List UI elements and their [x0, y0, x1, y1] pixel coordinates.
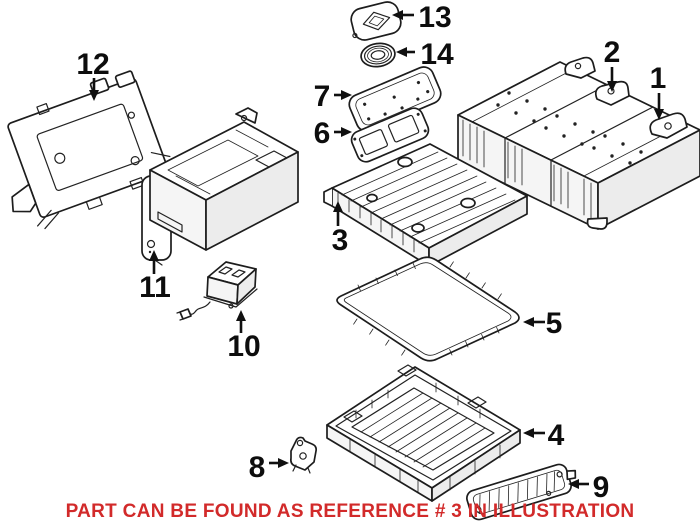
- callout-8: 8: [249, 451, 289, 484]
- part-8-clamp-bracket: [289, 436, 318, 474]
- callout-number: 9: [593, 471, 610, 504]
- part-13-access-cover: [350, 1, 402, 41]
- callout-number: 7: [314, 80, 331, 113]
- callout-7: 7: [314, 80, 352, 113]
- callout-arrowhead: [236, 310, 246, 321]
- callout-arrowhead: [607, 81, 617, 92]
- callout-arrowhead: [523, 428, 534, 438]
- callout-arrowhead: [333, 201, 343, 212]
- reference-notice: PART CAN BE FOUND AS REFERENCE # 3 IN IL…: [66, 501, 635, 522]
- callout-arrowhead: [392, 10, 403, 20]
- lifting-bracket-middle: [594, 80, 630, 106]
- callout-number: 1: [650, 62, 667, 95]
- part-9-skid-plate: [466, 463, 577, 521]
- part-10-sensor-connector: [176, 261, 258, 321]
- callout-4: 4: [523, 419, 565, 452]
- callout-number: 12: [76, 48, 109, 81]
- part-3-battery-cover: [323, 143, 528, 267]
- callout-arrowhead: [341, 90, 352, 100]
- cover-tab: [323, 187, 333, 207]
- callout-number: 11: [139, 271, 171, 304]
- callout-arrowhead: [341, 127, 352, 137]
- part-14-grommet: [360, 42, 396, 68]
- callout-arrowhead: [523, 317, 534, 327]
- callout-number: 13: [418, 1, 451, 34]
- callout-number: 4: [548, 419, 565, 452]
- bracket-wing: [11, 183, 37, 213]
- callout-13: 13: [392, 1, 452, 34]
- callout-9: 9: [568, 471, 609, 504]
- callout-1: 1: [650, 62, 667, 120]
- callout-2: 2: [604, 36, 621, 92]
- callout-arrowhead: [568, 479, 579, 489]
- callout-number: 6: [314, 117, 331, 150]
- callout-number: 5: [546, 307, 563, 340]
- part-11-control-module: [141, 107, 299, 266]
- callout-5: 5: [523, 307, 562, 340]
- callout-number: 14: [420, 38, 454, 71]
- callout-12: 12: [76, 48, 110, 101]
- plate-tab: [566, 469, 577, 481]
- part-12-mounting-bracket: [7, 70, 171, 230]
- callout-3: 3: [332, 201, 349, 257]
- callout-number: 10: [227, 330, 260, 363]
- battery-terminal-dots: [496, 91, 643, 165]
- wire-connector: [179, 308, 192, 320]
- callout-arrowhead: [149, 250, 159, 261]
- callout-14: 14: [396, 38, 454, 71]
- callout-arrowhead: [396, 47, 407, 57]
- part-4-battery-tray: [326, 364, 521, 502]
- callout-10: 10: [227, 310, 261, 363]
- lifting-bracket-right: [649, 112, 688, 139]
- part-5-gasket-seal: [336, 256, 520, 362]
- callout-number: 8: [249, 451, 266, 484]
- lifting-bracket-left: [564, 56, 596, 79]
- callout-number: 3: [332, 224, 349, 257]
- callout-arrowhead: [89, 90, 99, 101]
- battery-foot-tab: [586, 217, 608, 230]
- callout-6: 6: [314, 117, 352, 150]
- callout-arrowhead: [654, 109, 664, 120]
- part-1-2-battery-module-assembly: [457, 56, 700, 230]
- callout-arrowhead: [278, 458, 289, 468]
- part-6-vent-plate: [350, 107, 430, 163]
- callout-11: 11: [139, 250, 171, 304]
- callout-number: 2: [604, 36, 621, 69]
